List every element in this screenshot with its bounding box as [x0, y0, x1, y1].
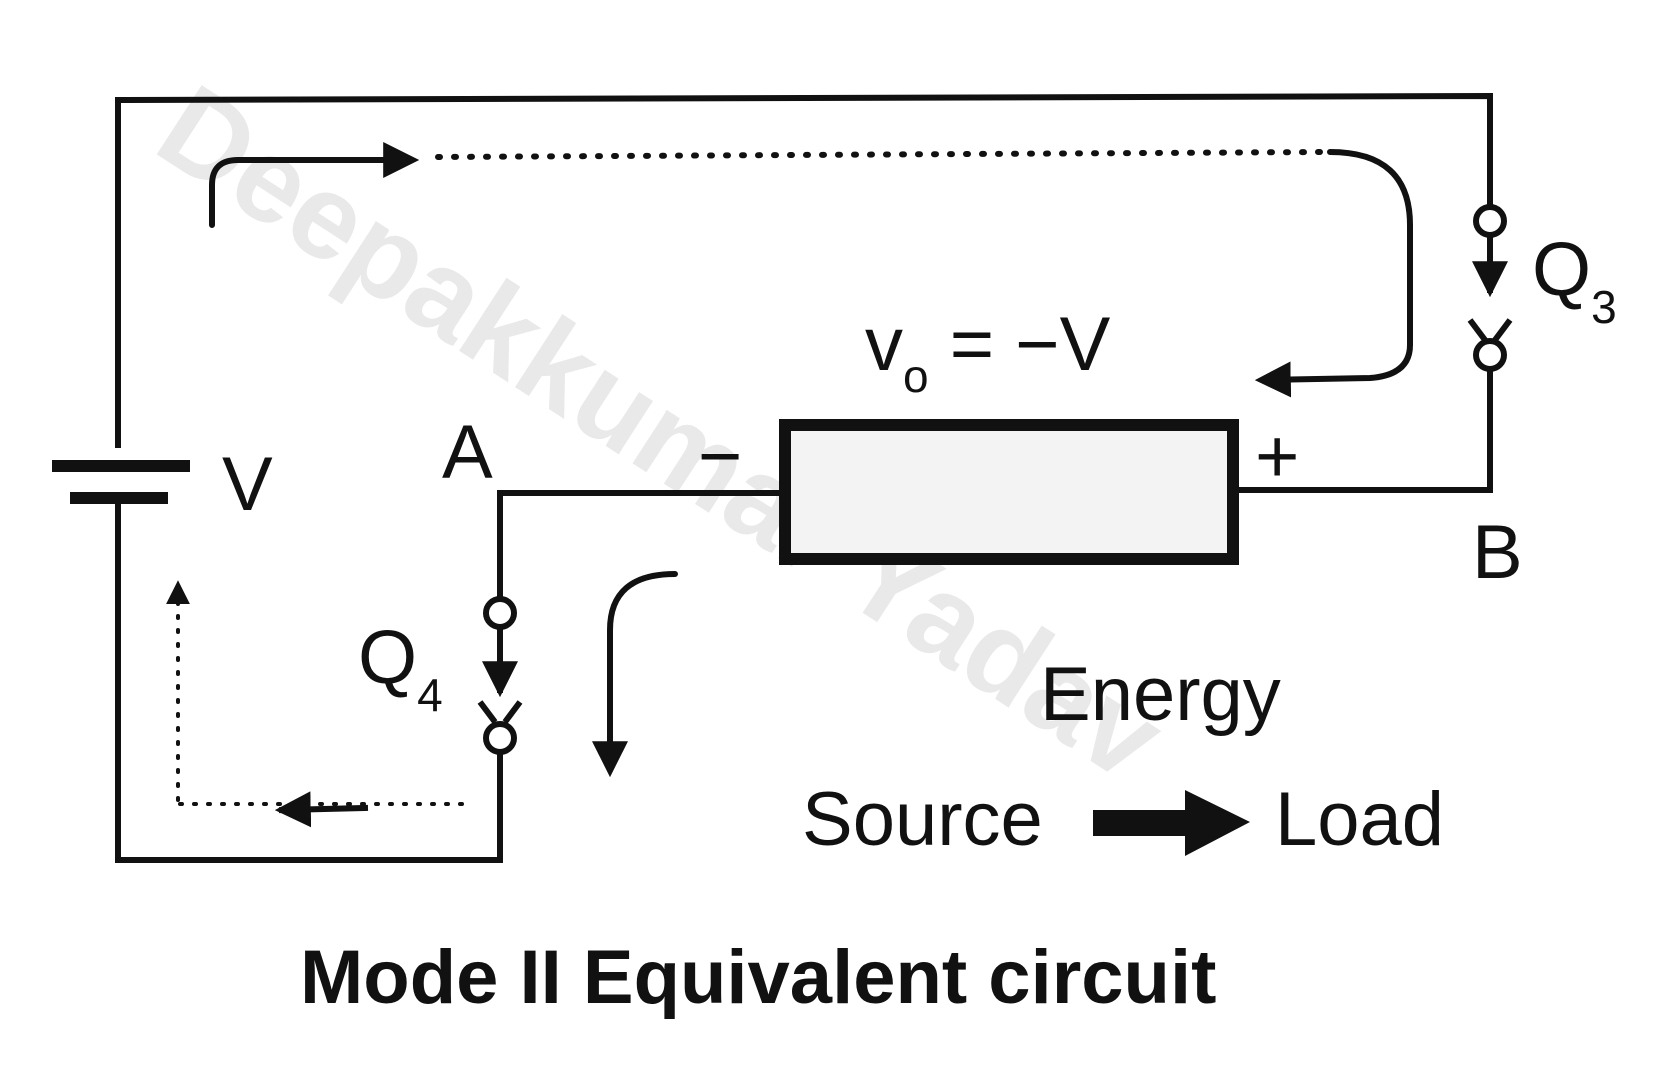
- current-path-return-arrow: [1254, 149, 1413, 398]
- current-path-bottom-arrow: [274, 791, 369, 828]
- energy-label: Energy: [1040, 652, 1281, 737]
- source-voltage-label: V: [222, 442, 273, 527]
- node-b-label: B: [1472, 510, 1523, 595]
- top-wire: [115, 92, 1493, 448]
- node-a-label: A: [442, 410, 493, 495]
- output-voltage-label: vo = −V: [865, 302, 1111, 402]
- diagram-caption: Mode II Equivalent circuit: [300, 935, 1216, 1020]
- dc-source: [52, 460, 190, 504]
- current-path-dotted-line: [435, 149, 1328, 160]
- left-lower-wire: [115, 497, 503, 863]
- load-block: [779, 419, 1239, 565]
- load-minus-label: −: [698, 414, 742, 499]
- q3-lower-wire: [1230, 367, 1493, 493]
- node-a-wire: [497, 490, 788, 608]
- load-plus-label: +: [1255, 414, 1299, 499]
- switch-q4-label: Q4: [358, 615, 443, 721]
- switch-q3: [1467, 204, 1513, 372]
- switch-q4: [477, 596, 523, 755]
- switch-q3-label: Q3: [1532, 227, 1617, 333]
- load-label: Load: [1275, 777, 1444, 862]
- current-path-start-arrow: [209, 142, 420, 228]
- energy-flow-arrow: [1093, 790, 1250, 856]
- source-label: Source: [802, 777, 1043, 862]
- load-current-down-arrow: [592, 571, 678, 778]
